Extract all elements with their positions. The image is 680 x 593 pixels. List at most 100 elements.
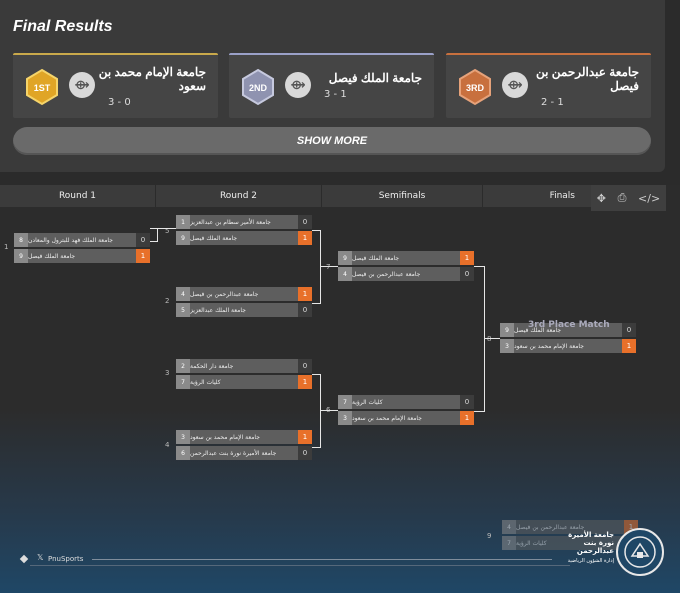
match-slot[interactable]: 2 جامعة دار الحكمة 0 — [176, 359, 312, 373]
svg-text:3RD: 3RD — [466, 83, 485, 93]
seed: 9 — [14, 249, 28, 263]
card-score: 3 - 0 — [108, 97, 131, 108]
match-slot[interactable]: 3 جامعة الإمام محمد بن سعود 1 — [176, 430, 312, 444]
round-header-finals: Finals — [483, 185, 592, 207]
footer-divider — [30, 565, 570, 566]
match-number: 7 — [326, 263, 331, 271]
svg-text:2ND: 2ND — [249, 83, 268, 93]
seed: 5 — [176, 303, 190, 317]
seed: 6 — [176, 446, 190, 460]
bronze-medal-icon: 3RD — [459, 68, 491, 106]
match-slot[interactable]: 4 جامعة عبدالرحمن بن فيصل 1 — [176, 287, 312, 301]
score: 1 — [298, 231, 312, 245]
team-name: جامعة الملك فيصل — [514, 323, 622, 337]
team-name: جامعة الملك فيصل — [28, 249, 136, 263]
team-name: جامعة الملك فيصل — [190, 231, 298, 245]
finals-label: Finals — [549, 191, 575, 201]
bracket-connector — [150, 228, 158, 242]
match-slot[interactable]: 3 جامعة الإمام محمد بن سعود 1 — [500, 339, 636, 353]
team-name: كليات الرؤية — [516, 536, 624, 550]
team-name: جامعة عبدالرحمن بن فيصل — [352, 267, 460, 281]
match-slot[interactable]: 7 كليات الرؤية 0 — [338, 395, 474, 409]
seed: 9 — [500, 323, 514, 337]
third-place-title: 3rd Place Match — [528, 320, 610, 330]
team-name: كليات الرؤية — [190, 375, 298, 389]
seed: 3 — [500, 339, 514, 353]
seed: 3 — [338, 411, 352, 425]
round-header-1: Round 1 — [0, 185, 156, 207]
seed: 4 — [338, 267, 352, 281]
match-slot[interactable]: 9 جامعة الملك فيصل 1 — [14, 249, 150, 263]
x-logo-icon: 𝕏 — [37, 553, 44, 562]
round-header-semifinals: Semifinals — [322, 185, 483, 207]
match-slot[interactable]: 8 جامعة الملك فهد للبترول والمعادن 0 — [14, 233, 150, 247]
score: 0 — [298, 215, 312, 229]
print-icon[interactable]: ⎙ — [617, 191, 627, 204]
score: 1 — [622, 339, 636, 353]
gold-medal-icon: 1ST — [26, 68, 58, 106]
match-slot[interactable]: 6 جامعة الأميرة نورة بنت عبدالرحمن 0 — [176, 446, 312, 460]
embed-code-icon[interactable]: </> — [638, 191, 661, 205]
seed: 3 — [176, 430, 190, 444]
bracket-connector — [157, 228, 176, 229]
show-more-button[interactable]: SHOW MORE — [13, 127, 651, 155]
match-slot[interactable]: 1 جامعة الأمير سطام بن عبدالعزيز 0 — [176, 215, 312, 229]
footer-divider — [92, 559, 552, 560]
score: 0 — [460, 267, 474, 281]
team-name: جامعة الأميرة نورة بنت عبدالرحمن — [190, 446, 298, 460]
org-sub: إدارة الشؤون الرياضية — [567, 558, 614, 564]
match-number: 4 — [165, 441, 170, 449]
team-name: جامعة دار الحكمة — [190, 359, 298, 373]
match-slot[interactable]: 4 جامعة عبدالرحمن بن فيصل 0 — [338, 267, 474, 281]
round-header-2: Round 2 — [156, 185, 322, 207]
team-name: جامعة الملك فهد للبترول والمعادن — [28, 233, 136, 247]
team-name: جامعة الإمام محمد بن سعود — [514, 339, 622, 353]
team-logo-icon: ⟴ — [502, 72, 528, 98]
match-slot[interactable]: 3 جامعة الإمام محمد بن سعود 1 — [338, 411, 474, 425]
team-logo-icon: ⟴ — [69, 72, 95, 98]
result-card-first[interactable]: 1ST ⟴ جامعة الإمام محمد بن سعود 3 - 0 — [13, 53, 218, 118]
university-name: جامعة الأميرة نورة بنت عبدالرحمن إدارة ا… — [556, 531, 614, 565]
org-name: جامعة الأميرة نورة بنت عبدالرحمن — [568, 531, 614, 555]
match-number: 2 — [165, 297, 170, 305]
university-logo-icon — [616, 528, 664, 576]
seed: 1 — [176, 215, 190, 229]
score: 0 — [460, 395, 474, 409]
team-name: جامعة عبدالرحمن بن فيصل — [190, 287, 298, 301]
card-score: 2 - 1 — [541, 97, 564, 108]
match-slot[interactable]: 5 جامعة الملك عبدالعزيز 0 — [176, 303, 312, 317]
card-team-name: جامعة الإمام محمد بن سعود — [98, 65, 206, 93]
team-logo-icon: ⟴ — [285, 72, 311, 98]
move-icon[interactable]: ✥ — [596, 191, 607, 205]
seed: 4 — [176, 287, 190, 301]
match-slot[interactable]: 7 كليات الرؤية 1 — [176, 375, 312, 389]
card-team-name: جامعة عبدالرحمن بن فيصل — [535, 65, 639, 93]
team-name: جامعة الإمام محمد بن سعود — [352, 411, 460, 425]
seed: 9 — [338, 251, 352, 265]
match-slot[interactable]: 9 جامعة الملك فيصل 1 — [338, 251, 474, 265]
seed: 7 — [502, 536, 516, 550]
bracket-connector — [485, 338, 500, 339]
match-number: 1 — [4, 243, 9, 251]
bracket-connector — [312, 374, 321, 448]
score: 0 — [136, 233, 150, 247]
score: 0 — [298, 359, 312, 373]
svg-text:1ST: 1ST — [34, 83, 51, 93]
footer-handle: PnuSports — [48, 555, 84, 563]
seed: 2 — [176, 359, 190, 373]
match-slot[interactable]: 9 جامعة الملك فيصل 0 — [500, 323, 636, 337]
team-name: كليات الرؤية — [352, 395, 460, 409]
team-name: جامعة الملك فيصل — [352, 251, 460, 265]
seed: 7 — [176, 375, 190, 389]
team-name: جامعة الأمير سطام بن عبدالعزيز — [190, 215, 298, 229]
bracket-connector — [312, 230, 321, 304]
match-slot[interactable]: 9 جامعة الملك فيصل 1 — [176, 231, 312, 245]
match-number: 3 — [165, 369, 170, 377]
match-number: 8 — [487, 335, 492, 343]
bracket-connector — [321, 410, 338, 411]
result-card-second[interactable]: 2ND ⟴ جامعة الملك فيصل 3 - 1 — [229, 53, 434, 118]
result-card-third[interactable]: 3RD ⟴ جامعة عبدالرحمن بن فيصل 2 - 1 — [446, 53, 651, 118]
final-results-panel: Final Results 1ST ⟴ جامعة الإمام محمد بن… — [0, 0, 665, 172]
score: 0 — [298, 446, 312, 460]
score: 1 — [460, 251, 474, 265]
